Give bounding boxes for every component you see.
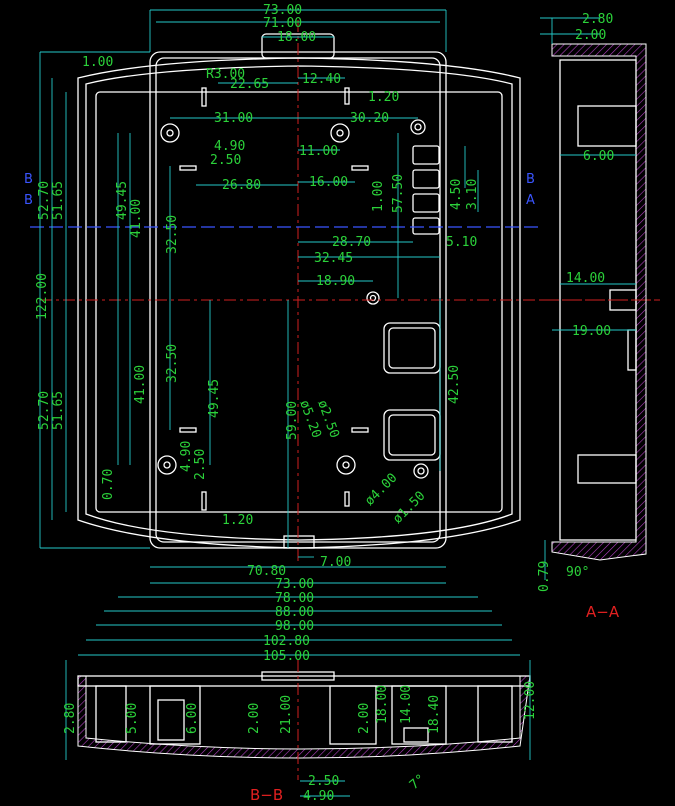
bb-dim-12: 12.00	[523, 681, 538, 720]
outer-contour-inner	[85, 65, 513, 541]
dim-88: 88.00	[275, 605, 314, 620]
dim-59: 59.00	[285, 401, 300, 440]
dim-16: 16.00	[309, 175, 348, 190]
dim-1: 1.00	[82, 55, 113, 70]
dim-73-bot: 73.00	[275, 577, 314, 592]
dim-73-top: 73.00	[263, 3, 302, 18]
section-bb-title: B−B	[250, 786, 283, 804]
bb-dim-6: 6.00	[185, 703, 200, 734]
mounting-holes	[157, 119, 429, 479]
bb-dim-18: 18.00	[375, 685, 390, 724]
dim-52-70-top: 52.70	[37, 181, 52, 220]
dim-49-45-bot: 49.45	[207, 379, 222, 418]
dim-3-10: 3.10	[465, 179, 480, 210]
section-aa	[540, 17, 660, 580]
aa-dim-0-79: 0.79	[537, 561, 552, 592]
dim-98: 98.00	[275, 619, 314, 634]
section-bb	[65, 660, 531, 797]
dim-phi1-50: ø1.50	[390, 489, 428, 527]
labels: 73.00 71.00 18.00 1.00 R3.00 22.65 12.40…	[24, 3, 620, 804]
dim-122: 122.00	[35, 273, 50, 320]
small-ribs	[179, 87, 369, 511]
dim-102-80: 102.80	[263, 634, 310, 649]
plan-view	[30, 20, 655, 565]
dimension-lines	[39, 9, 520, 656]
dim-41-top: 41.00	[129, 199, 144, 238]
top-notch	[261, 33, 335, 59]
bb-dim-7deg: 7°	[407, 772, 429, 794]
dim-2-50-bot: 2.50	[193, 449, 208, 480]
window-lower	[383, 409, 441, 461]
bb-dim-18-40: 18.40	[427, 695, 442, 734]
dim-30-20: 30.20	[350, 111, 389, 126]
dim-49-45-top: 49.45	[115, 181, 130, 220]
dim-26-80: 26.80	[222, 178, 261, 193]
aa-dim-14: 14.00	[566, 271, 605, 286]
bb-dim-4-90: 4.90	[303, 789, 334, 804]
marker-b-right: B	[526, 172, 535, 187]
dim-78: 78.00	[275, 591, 314, 606]
aa-dim-6: 6.00	[583, 149, 614, 164]
slot-stack	[412, 145, 440, 235]
dim-32-50-top: 32.50	[165, 215, 180, 254]
outer-contour	[77, 57, 521, 549]
inner-wall	[95, 91, 503, 513]
dim-2-50-top: 2.50	[210, 153, 241, 168]
dim-5-10: 5.10	[446, 235, 477, 250]
bb-dim-2: 2.00	[247, 703, 262, 734]
dim-r3: R3.00	[206, 67, 245, 82]
dim-18: 18.00	[277, 30, 316, 45]
bb-dim-5: 5.00	[125, 703, 140, 734]
dim-7: 7.00	[320, 555, 351, 570]
dim-51-65-bot: 51.65	[51, 391, 66, 430]
window-upper	[383, 322, 441, 374]
marker-b-left: B	[24, 172, 33, 187]
dim-4-50: 4.50	[449, 179, 464, 210]
dim-18-90: 18.90	[316, 274, 355, 289]
aa-dim-2-00: 2.00	[575, 28, 606, 43]
marker-a-right: A	[526, 193, 535, 208]
aa-dim-2-80: 2.80	[582, 12, 613, 27]
section-aa-title: A−A	[586, 603, 620, 621]
dim-4-90-top: 4.90	[214, 139, 245, 154]
dim-41-bot: 41.00	[133, 365, 148, 404]
dim-57-50: 57.50	[391, 174, 406, 213]
dim-1-20-bot: 1.20	[222, 513, 253, 528]
bb-dim-2-80: 2.80	[63, 703, 78, 734]
bb-dim-14: 14.00	[399, 685, 414, 724]
dim-0-70: 0.70	[101, 469, 116, 500]
dim-11: 11.00	[299, 144, 338, 159]
dim-52-70-bot: 52.70	[37, 391, 52, 430]
marker-b-left-2: B	[24, 193, 33, 208]
dim-12-40: 12.40	[302, 72, 341, 87]
dim-1-00-v: 1.00	[371, 181, 386, 212]
dim-22-65: 22.65	[230, 77, 269, 92]
dim-1-20-top: 1.20	[368, 90, 399, 105]
dim-31: 31.00	[214, 111, 253, 126]
dim-51-65-top: 51.65	[51, 181, 66, 220]
dim-28-70: 28.70	[332, 235, 371, 250]
bb-dim-2-50: 2.50	[308, 774, 339, 789]
dim-42-50: 42.50	[447, 365, 462, 404]
dim-phi4: ø4.00	[362, 471, 400, 509]
dim-70-80: 70.80	[247, 564, 286, 579]
dim-71: 71.00	[263, 16, 302, 31]
bottom-notch	[283, 535, 315, 549]
dim-32-50-bot: 32.50	[165, 344, 180, 383]
bb-dim-21: 21.00	[279, 695, 294, 734]
dim-4-90-bot: 4.90	[179, 441, 194, 472]
dim-105: 105.00	[263, 649, 310, 664]
aa-dim-90: 90°	[566, 565, 589, 580]
aa-dim-19: 19.00	[572, 324, 611, 339]
dim-32-45: 32.45	[314, 251, 353, 266]
bb-dim-2b: 2.00	[357, 703, 372, 734]
